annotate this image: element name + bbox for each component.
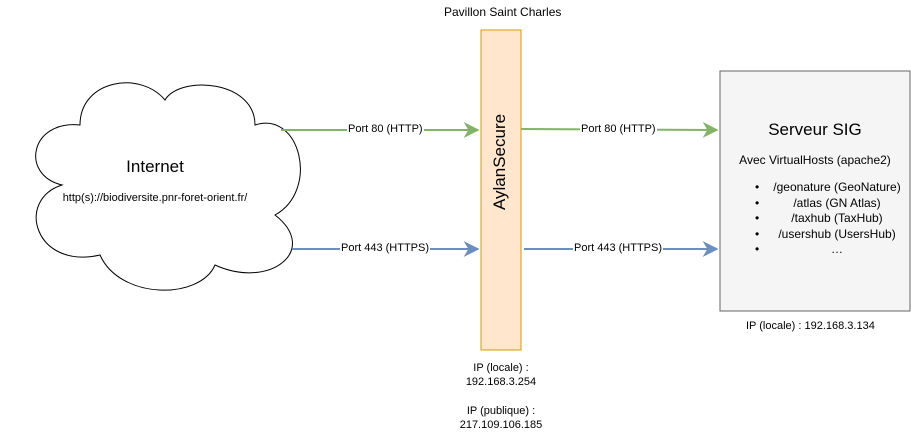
vhost-item: •/usershub (UsersHub) <box>755 226 896 241</box>
internet-cloud-shape <box>35 82 301 291</box>
server-box <box>719 70 911 312</box>
vhost-item: •… <box>755 242 843 256</box>
firewall-label: AylanSecure <box>490 113 509 210</box>
edge-label-https-left: Port 443 (HTTPS) <box>340 242 431 254</box>
edge-label-http-left: Port 80 (HTTP) <box>347 123 424 135</box>
vhost-item: •/atlas (GN Atlas) <box>755 195 881 210</box>
site-title: Pavillon Saint Charles <box>444 5 562 19</box>
vhost-item: •/taxhub (TaxHub) <box>755 211 883 225</box>
server-title: Serveur SIG <box>768 120 862 139</box>
cloud-title: Internet <box>126 157 184 176</box>
firewall-box <box>480 29 522 351</box>
edge-label-http-right: Port 80 (HTTP) <box>580 123 657 135</box>
vhost-item: •/geonature (GeoNature) <box>755 180 901 194</box>
edge-label-https-right: Port 443 (HTTPS) <box>573 242 664 254</box>
firewall-ip-local-label: IP (locale) : <box>473 362 529 374</box>
firewall-ip-public-label: IP (publique) : <box>466 405 536 417</box>
server-subtitle: Avec VirtualHosts (apache2) <box>739 153 891 167</box>
cloud-url: http(s)://biodiversite.pnr-foret-orient.… <box>62 192 248 204</box>
firewall-ip-local-value: 192.168.3.254 <box>465 376 537 388</box>
server-vhost-list: •/geonature (GeoNature) •/atlas (GN Atla… <box>755 180 907 258</box>
server-ip: IP (locale) : 192.168.3.134 <box>746 320 875 332</box>
firewall-ip-public-value: 217.109.106.185 <box>459 419 543 431</box>
